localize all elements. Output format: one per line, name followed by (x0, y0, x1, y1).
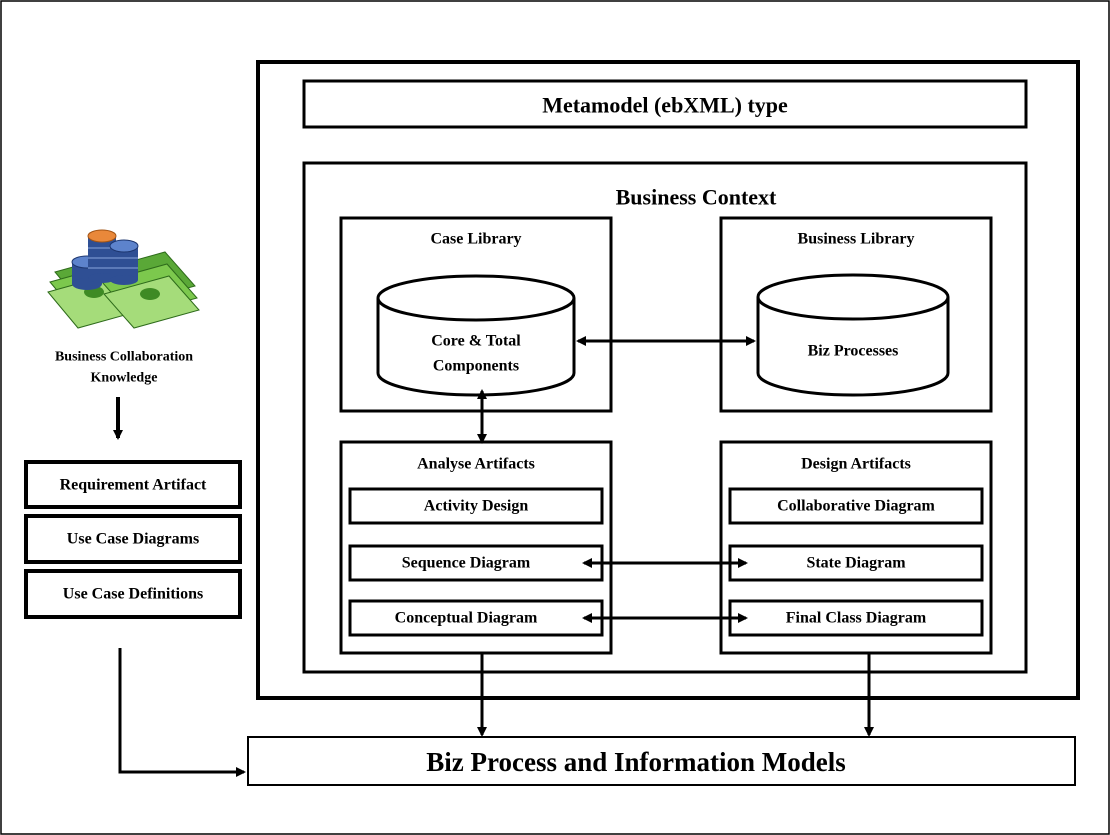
activity-design-label: Activity Design (424, 498, 529, 515)
use-case-diagrams-label: Use Case Diagrams (67, 531, 199, 548)
final-class-diagram-box (728, 599, 984, 637)
business-library-title: Business Library (798, 231, 915, 248)
use-case-definitions-box (24, 569, 242, 619)
analyse-artifacts-title: Analyse Artifacts (417, 456, 535, 473)
conceptual-diagram-label: Conceptual Diagram (395, 610, 538, 627)
database-icon (756, 273, 950, 397)
output-label: Biz Process and Information Models (426, 747, 846, 777)
database-icon (376, 274, 576, 397)
final-class-diagram-label: Final Class Diagram (786, 610, 927, 627)
definitions-to-output-arrow (118, 648, 246, 777)
sequence-diagram-label: Sequence Diagram (402, 555, 531, 572)
core-total-components-line1: Core & Total (431, 333, 521, 350)
use-case-definitions-label: Use Case Definitions (63, 586, 203, 603)
knowledge-label-line1: Business Collaboration (55, 350, 193, 365)
metamodel-title: Metamodel (ebXML) type (542, 93, 788, 118)
core-total-components-line2: Components (433, 358, 519, 375)
design-artifacts-title: Design Artifacts (801, 456, 911, 473)
requirement-artifact-box (24, 460, 242, 509)
biz-processes-label: Biz Processes (808, 343, 899, 360)
use-case-diagrams-box (24, 514, 242, 564)
output-box (247, 736, 1076, 786)
requirement-artifact-label: Requirement Artifact (60, 477, 207, 494)
case-library-title: Case Library (430, 231, 521, 248)
state-diagram-box (728, 544, 984, 582)
business-context-title: Business Context (616, 185, 777, 210)
state-diagram-label: State Diagram (806, 555, 906, 572)
money-icon (47, 229, 200, 329)
collaborative-diagram-label: Collaborative Diagram (777, 498, 935, 515)
collaborative-diagram-box (728, 487, 984, 525)
knowledge-label-line2: Knowledge (91, 371, 158, 386)
metamodel-title-box (302, 79, 1028, 129)
activity-design-box (348, 487, 604, 525)
